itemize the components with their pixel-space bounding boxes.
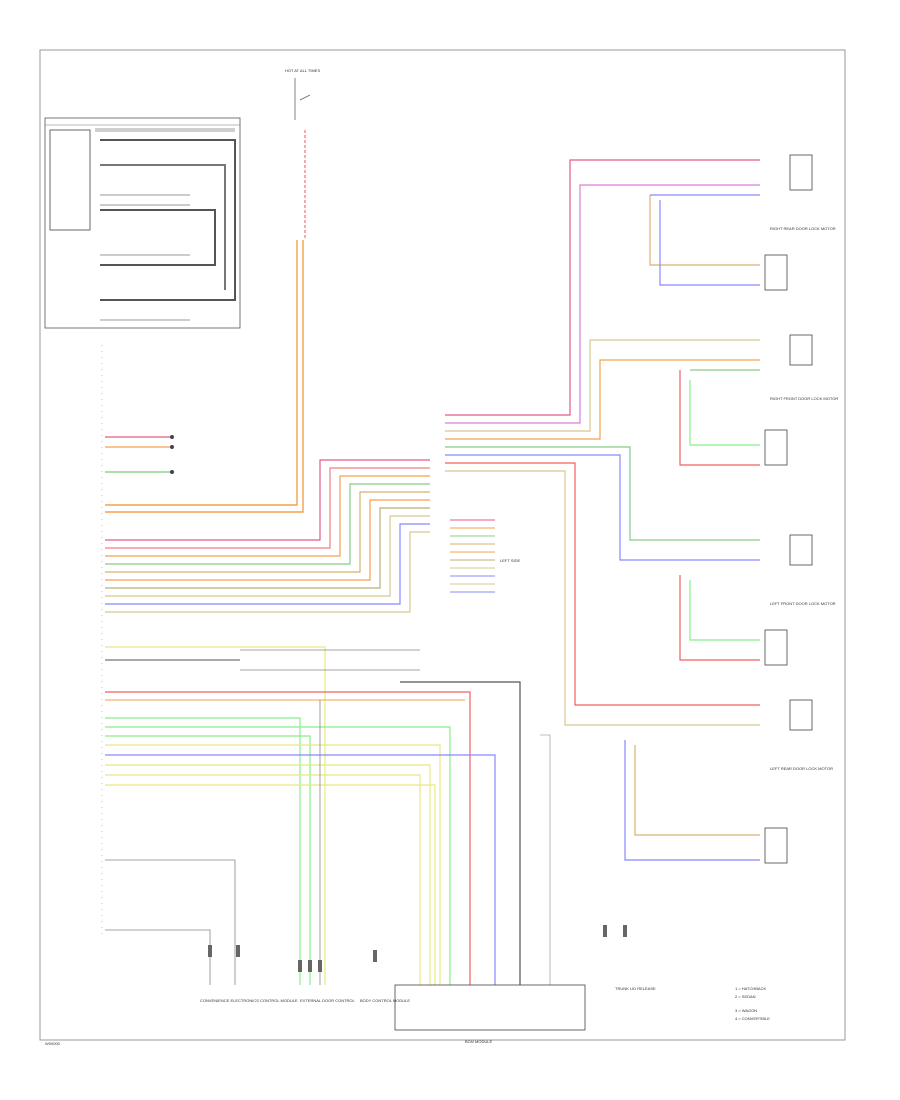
main-harness-left [105,459,430,613]
middle-connector: LEFT SIDE [450,519,520,593]
lower-harness [105,646,551,985]
ecm-mid2-label: BODY CONTROL MODULE [360,998,410,1003]
ecm-mid-label: EXTERNAL DOOR CONTROL [300,998,356,1003]
ignition-switch: HOT AT ALL TIMES [285,68,320,240]
legend-item-3: 3 = WAGON [735,1008,757,1013]
ignition-label: HOT AT ALL TIMES [285,68,320,73]
diagram-border [39,49,846,1041]
legend: 1 = HATCHBACK 2 = SEDAN 3 = WAGON 4 = CO… [735,986,770,1021]
bottom-connectors [208,925,627,972]
left-side-label: LEFT SIDE [500,558,520,563]
ecm-left-label: CONVENIENCE ELECTRONICS CONTROL MODULE [200,998,298,1003]
rear-left-label: LEFT REAR DOOR LOCK MOTOR [770,766,833,771]
front-left-label: LEFT FRONT DOOR LOCK MOTOR [770,601,836,606]
convenience-module-block [44,117,241,329]
front-right-label: RIGHT FRONT DOOR LOCK MOTOR [770,396,838,401]
legend-item-2: 2 = SEDAN [735,994,756,999]
footer-center-label: BCM MODULE [465,1039,492,1044]
trunk-label: TRUNK LID RELEASE [615,986,656,991]
right-harness-upper [445,159,760,726]
bcm-module [394,984,586,1031]
footer-left-label: W00000 [45,1041,61,1046]
right-rear-door-lock: RIGHT REAR DOOR LOCK MOTOR [649,154,836,291]
legend-item-4: 4 = CONVERTIBLE [735,1016,770,1021]
right-front-door-lock: RIGHT FRONT DOOR LOCK MOTOR [679,334,838,466]
legend-item-1: 1 = HATCHBACK [735,986,766,991]
rear-right-label: RIGHT REAR DOOR LOCK MOTOR [770,226,836,231]
left-rear-door-lock: LEFT REAR DOOR LOCK MOTOR [624,699,833,864]
left-front-door-lock: LEFT FRONT DOOR LOCK MOTOR [679,534,836,666]
